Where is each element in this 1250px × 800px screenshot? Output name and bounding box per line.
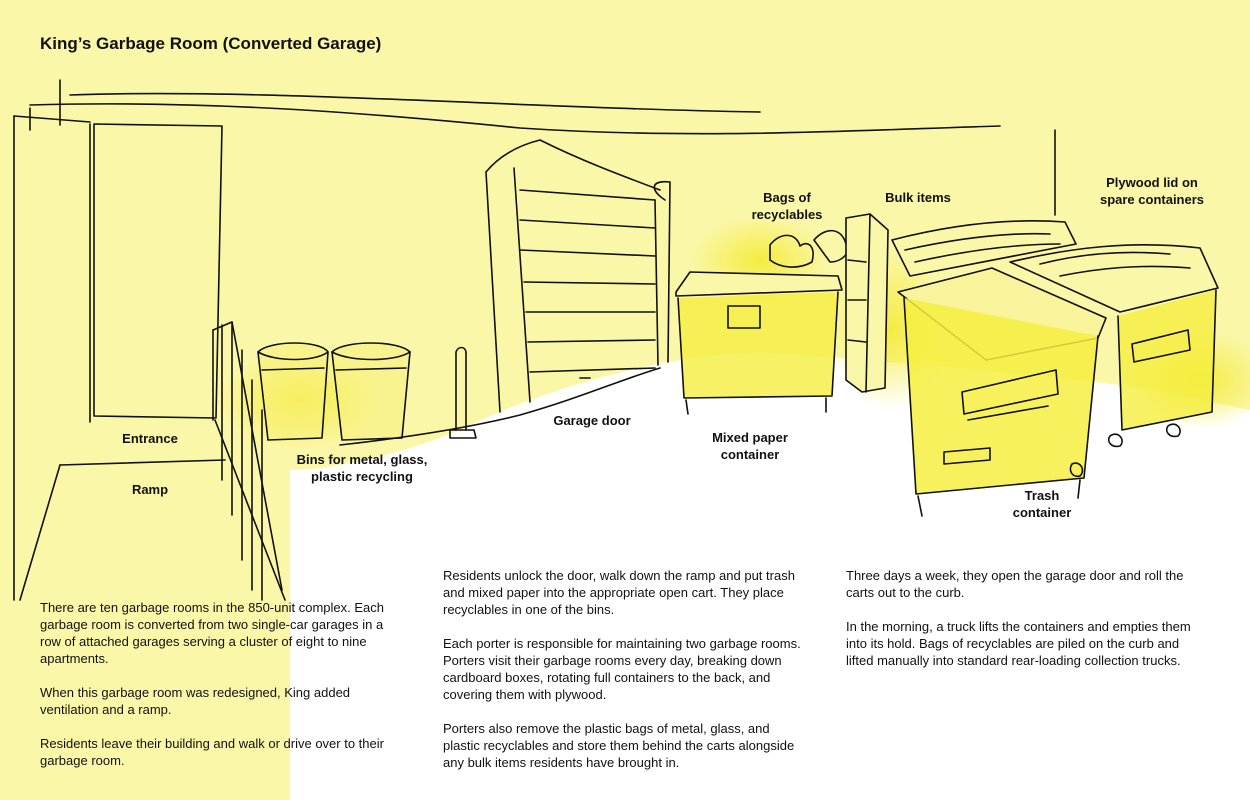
ceiling-line bbox=[29, 103, 1001, 135]
plywood-container-back bbox=[891, 220, 1077, 277]
text-column-1: There are ten garbage rooms in the 850-u… bbox=[40, 600, 384, 768]
ramp-railing bbox=[212, 321, 286, 601]
bulk-items-shelf bbox=[845, 213, 889, 393]
recycling-bins bbox=[257, 342, 411, 441]
label-garage-door: Garage door bbox=[553, 413, 631, 428]
page-title: King’s Garbage Room (Converted Garage) bbox=[40, 34, 382, 53]
bollard bbox=[449, 346, 477, 439]
label-mixed-paper: Mixed paper container bbox=[712, 430, 788, 462]
label-bins: Bins for metal, glass, plastic recycling bbox=[296, 452, 428, 484]
plywood-container-right bbox=[1009, 244, 1219, 448]
label-trash: Trash container bbox=[1012, 488, 1072, 520]
mixed-paper-cart bbox=[675, 271, 843, 415]
label-bags: Bags of recyclables bbox=[751, 190, 823, 222]
label-ramp: Ramp bbox=[131, 482, 169, 497]
label-bulk-items: Bulk items bbox=[885, 190, 951, 205]
text-column-2: Residents unlock the door, walk down the… bbox=[443, 568, 801, 770]
trash-cart bbox=[897, 267, 1107, 517]
label-entrance: Entrance bbox=[122, 431, 178, 446]
text-column-3: Three days a week, they open the garage … bbox=[846, 568, 1191, 668]
label-plywood-lid: Plywood lid on spare containers bbox=[1099, 175, 1205, 207]
entrance-door bbox=[13, 115, 226, 601]
garage-door bbox=[485, 139, 671, 413]
